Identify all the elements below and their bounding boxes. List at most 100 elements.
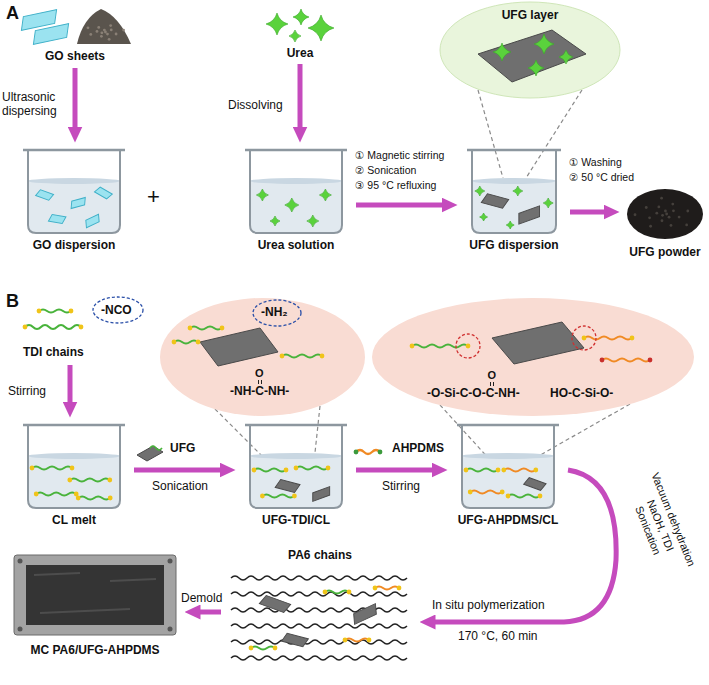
- chain-end: [373, 586, 378, 591]
- zoom-ellipse: UFG layer: [438, 2, 622, 98]
- urea-star: [480, 213, 488, 221]
- beaker-liquid: [250, 181, 342, 233]
- powder-grain: [115, 33, 118, 36]
- material-icon: Urea: [253, 4, 347, 62]
- powder-grain: [110, 29, 113, 32]
- graphene-sheet: [36, 190, 54, 200]
- node-text: MC PA6/UFG-AHPDMS: [10, 643, 180, 657]
- beaker-glass: [28, 426, 120, 508]
- beaker-glass: [250, 151, 342, 233]
- urea-star: [289, 30, 301, 42]
- flow-arrow: [356, 203, 442, 208]
- powder-grain: [660, 197, 663, 200]
- beaker: UFG-TDI/CL: [238, 420, 354, 530]
- powder-grain: [100, 31, 103, 34]
- powder-grain: [100, 35, 103, 38]
- node-text: UFG-TDI/CL: [240, 513, 352, 527]
- cast-plate: [26, 565, 164, 625]
- leader-line: [215, 409, 268, 462]
- graphene-sheet: [524, 478, 546, 491]
- zoom-outline: [440, 2, 620, 98]
- graphene-sheet: [313, 487, 330, 502]
- polymer-chain: [174, 341, 198, 344]
- beaker-rim: [457, 424, 559, 427]
- pa6-chain: [231, 576, 407, 580]
- chain-end: [496, 468, 501, 473]
- powder-grain: [649, 225, 652, 228]
- node-illustration: [225, 548, 415, 668]
- chain-end: [67, 478, 72, 483]
- leader-line: [478, 90, 503, 178]
- panel-letter: A: [6, 3, 19, 25]
- chain-end: [506, 494, 511, 499]
- flow-arrow: [73, 68, 78, 127]
- polymer-chain: [254, 469, 286, 472]
- flow-arrow: [356, 468, 432, 473]
- powder-grain: [106, 33, 109, 36]
- beaker: UFG-AHPDMS/CL: [450, 420, 566, 530]
- powder-grain: [672, 209, 675, 212]
- polymer-chain: [412, 345, 468, 348]
- process-label: UFG: [170, 441, 195, 455]
- dashed-highlight: [253, 300, 301, 326]
- zoom-ellipse: -NH₂O-NH-C-NH-: [160, 298, 365, 416]
- chain-end: [23, 325, 28, 330]
- graphene-sheet: [478, 30, 586, 82]
- polymer-chain: [25, 325, 81, 329]
- graphene-sheet: [481, 194, 508, 208]
- polymer-chain: [325, 591, 349, 594]
- chain-end: [464, 468, 469, 473]
- beaker-liquid: [462, 456, 554, 508]
- bolt-hole: [168, 627, 173, 632]
- graphene-sheet: [33, 24, 68, 45]
- plate-sheen: [34, 573, 156, 613]
- urea-star: [308, 15, 334, 41]
- node-text: Urea solution: [240, 238, 352, 252]
- chain-end: [582, 336, 587, 341]
- chain-end: [468, 490, 473, 495]
- flow-arrow: [68, 365, 73, 402]
- chain-end: [538, 494, 543, 499]
- chain-end: [220, 326, 225, 331]
- chain-end: [284, 468, 289, 473]
- pa6-chain: [231, 656, 407, 660]
- node-text: TDI chains: [23, 345, 84, 359]
- polymer-chain: [296, 467, 328, 470]
- beaker-rim: [23, 424, 125, 427]
- node-text: UFG powder: [624, 245, 706, 259]
- powder-pile: [627, 189, 703, 239]
- powder-grain: [108, 38, 111, 41]
- chain-end: [326, 466, 331, 471]
- chain-end: [273, 646, 278, 651]
- dot: [354, 450, 359, 455]
- process-label: In situ polymerization: [432, 598, 545, 612]
- graphene-sheet: [492, 322, 584, 364]
- polymer-chain: [190, 327, 222, 330]
- chain-end: [320, 354, 325, 359]
- flow-arrow: [200, 610, 221, 615]
- powder-grain: [97, 26, 100, 29]
- chain-end: [107, 478, 112, 483]
- chain-end: [76, 496, 81, 501]
- powder-grain: [668, 216, 671, 219]
- graphene-sheet: [71, 197, 85, 208]
- double-bond: [258, 380, 262, 384]
- flow-arrow: [570, 210, 604, 215]
- chain-end: [323, 590, 328, 595]
- node-text: O: [255, 367, 264, 380]
- chain-end: [280, 354, 285, 359]
- liquid-surface: [28, 453, 120, 459]
- process-label: AHPDMS: [392, 441, 444, 455]
- polymer-chain: [602, 359, 650, 362]
- polymer-chain: [36, 493, 76, 496]
- powder-grain: [96, 30, 99, 33]
- node-text: HO-C-Si-O-: [550, 386, 613, 400]
- chain-end: [347, 590, 352, 595]
- powder-pile: [77, 9, 131, 44]
- graphene-sheet: [519, 206, 540, 224]
- chain-end: [260, 494, 265, 499]
- process-label: Stirring: [8, 384, 46, 398]
- urea-star: [543, 198, 553, 208]
- ufg-icon: [137, 446, 163, 461]
